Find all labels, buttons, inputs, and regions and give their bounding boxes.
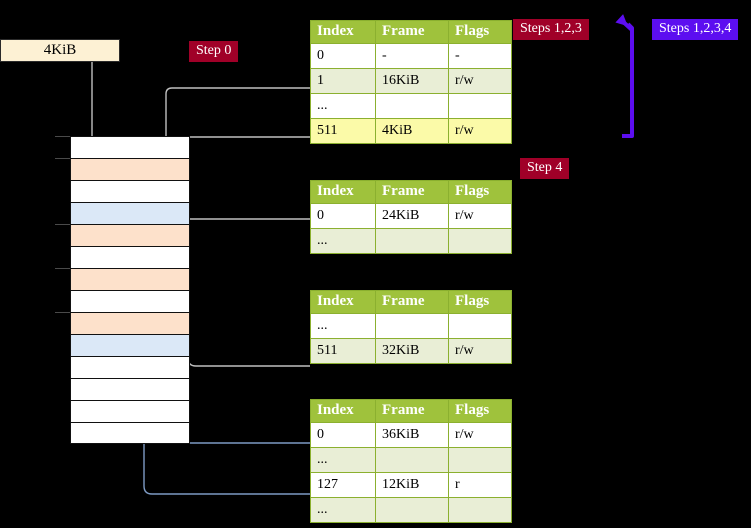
table-header-row: Index Frame Flags	[310, 290, 512, 314]
memory-frame-row	[70, 378, 190, 400]
cell-flags: r/w	[448, 118, 512, 144]
table-row: ...	[310, 497, 512, 523]
badge-steps-1234: Steps 1,2,3,4	[652, 19, 739, 40]
cell-index: 511	[310, 118, 376, 144]
cell-flags: r/w	[448, 68, 512, 94]
cell-flags	[448, 447, 512, 473]
cell-flags: r/w	[448, 203, 512, 229]
memory-frame-row	[70, 202, 190, 224]
col-header-index: Index	[310, 399, 376, 423]
memory-frame-row	[70, 422, 190, 444]
cell-index: 0	[310, 43, 376, 69]
memory-frame-row	[70, 246, 190, 268]
memory-frame-row	[70, 334, 190, 356]
cell-index: 0	[310, 203, 376, 229]
memory-frame-row	[70, 400, 190, 422]
table-header-row: Index Frame Flags	[310, 180, 512, 204]
memory-tick-mark	[55, 158, 70, 159]
cell-frame: 36KiB	[375, 422, 449, 448]
cell-flags: r	[448, 472, 512, 498]
table-row: ...	[310, 93, 512, 119]
cell-flags	[448, 313, 512, 339]
cell-index: ...	[310, 497, 376, 523]
memory-frame-row	[70, 290, 190, 312]
memory-frame-row	[70, 312, 190, 334]
cell-frame	[375, 93, 449, 119]
cell-frame	[375, 313, 449, 339]
col-header-index: Index	[310, 20, 376, 44]
memory-tick-mark	[55, 312, 70, 313]
col-header-flags: Flags	[448, 290, 512, 314]
cell-index: ...	[310, 313, 376, 339]
col-header-index: Index	[310, 180, 376, 204]
cell-frame: 24KiB	[375, 203, 449, 229]
wire-pdpt-to-mem	[176, 218, 310, 263]
wire-pml4-to-mem	[170, 136, 310, 163]
cell-index: 0	[310, 422, 376, 448]
cell-frame: 32KiB	[375, 338, 449, 364]
col-header-frame: Frame	[375, 180, 449, 204]
cell-flags	[448, 228, 512, 254]
cell-frame: 12KiB	[375, 472, 449, 498]
table-row: ...	[310, 447, 512, 473]
table-row: ...	[310, 228, 512, 254]
cell-index: 1	[310, 68, 376, 94]
memory-frame-row	[70, 158, 190, 180]
table-header-row: Index Frame Flags	[310, 20, 512, 44]
memory-frame-row	[70, 268, 190, 290]
cell-flags	[448, 93, 512, 119]
badge-steps-123: Steps 1,2,3	[513, 19, 589, 40]
wire-pml4-top	[165, 87, 310, 95]
steps-bracket-arrow	[615, 14, 634, 32]
cell-flags: r/w	[448, 422, 512, 448]
cell-index: 127	[310, 472, 376, 498]
cell-flags: r/w	[448, 338, 512, 364]
cell-frame	[375, 447, 449, 473]
badge-step-4: Step 4	[520, 158, 570, 179]
col-header-flags: Flags	[448, 20, 512, 44]
cell-frame	[375, 228, 449, 254]
cell-index: ...	[310, 228, 376, 254]
cell-flags	[448, 497, 512, 523]
cell-index: ...	[310, 447, 376, 473]
table-row: ...	[310, 313, 512, 339]
col-header-frame: Frame	[375, 399, 449, 423]
table-header-row: Index Frame Flags	[310, 399, 512, 423]
col-header-frame: Frame	[375, 20, 449, 44]
memory-frame-row	[70, 224, 190, 246]
cell-index: ...	[310, 93, 376, 119]
memory-tick-mark	[55, 268, 70, 269]
physical-memory-column	[55, 136, 190, 444]
col-header-index: Index	[310, 290, 376, 314]
table-row: 0--	[310, 43, 512, 69]
steps-bracket	[622, 22, 634, 138]
wire-pd-to-mem	[187, 320, 310, 367]
memory-tick-mark	[55, 224, 70, 225]
cell-flags: -	[448, 43, 512, 69]
cell-frame	[375, 497, 449, 523]
badge-step-0: Step 0	[189, 41, 239, 62]
cell-frame: 16KiB	[375, 68, 449, 94]
frame-box-4kib: 4KiB	[0, 39, 120, 62]
cell-index: 511	[310, 338, 376, 364]
col-header-flags: Flags	[448, 399, 512, 423]
memory-frame-row	[70, 180, 190, 202]
memory-frame-row	[70, 136, 190, 158]
memory-frame-row	[70, 356, 190, 378]
col-header-frame: Frame	[375, 290, 449, 314]
cell-frame: 4KiB	[375, 118, 449, 144]
memory-tick-mark	[55, 136, 70, 137]
cell-frame: -	[375, 43, 449, 69]
col-header-flags: Flags	[448, 180, 512, 204]
